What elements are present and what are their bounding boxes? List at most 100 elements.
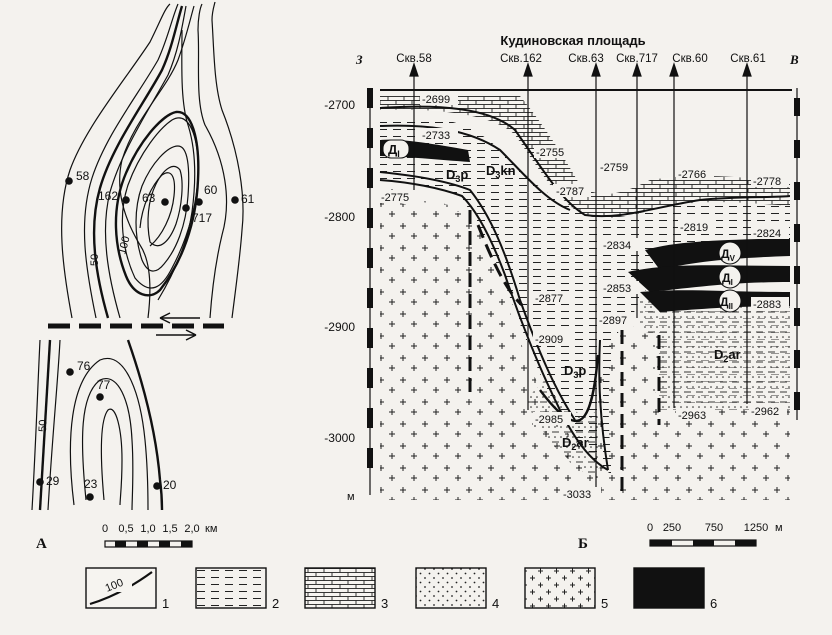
depth-label-2985: -2985 <box>535 414 563 426</box>
well-name-63: Скв.63 <box>568 53 603 65</box>
scale-km-tick-15: 1,5 <box>162 523 177 535</box>
depth-tick-2900: -2900 <box>324 320 355 334</box>
well-label-717: 717 <box>192 211 212 225</box>
scale-km-tick-10: 1,0 <box>140 523 155 535</box>
well-77 <box>96 393 104 401</box>
well-label-58: 58 <box>76 169 90 183</box>
legend-num-4: 4 <box>492 596 499 611</box>
legend-item-1: 100 1 <box>85 567 169 611</box>
panel-b-letter: Б <box>578 536 588 552</box>
well-717 <box>182 204 190 212</box>
well-name-61: Скв.61 <box>730 53 765 65</box>
d2ar-trough <box>525 380 600 480</box>
well-162 <box>122 196 130 204</box>
legend-item-6: 6 <box>633 567 717 611</box>
reservoir-bed-dii <box>640 290 790 312</box>
contour-label-50-lower: 50 <box>37 419 49 432</box>
well-60 <box>195 198 203 206</box>
well-name-58: Скв.58 <box>396 53 431 65</box>
scale-bar-m: 0 250 750 1250 м <box>647 522 783 547</box>
strata-label-d3p-trough: D3p <box>564 363 586 380</box>
section-wells <box>409 62 752 490</box>
depth-label-2883: -2883 <box>753 299 781 311</box>
reservoir-bed-di <box>628 265 790 292</box>
panel-a-map: 58 162 63 60 717 61 76 77 29 23 20 50 10… <box>31 1 255 552</box>
depth-label-2775: -2775 <box>381 192 409 204</box>
scale-m-unit: м <box>775 522 783 534</box>
well-76 <box>66 368 74 376</box>
scale-km-unit: км <box>205 523 217 535</box>
depth-label-2909: -2909 <box>535 334 563 346</box>
scale-bar-km: 0 0,5 1,0 1,5 2,0 км <box>102 523 217 548</box>
depth-label-2787: -2787 <box>556 186 584 198</box>
strata-labels: ДI D3p D3kn D3p D2ar D2ar ДV ДI ДII ДV <box>382 139 742 452</box>
legend-item-2: 2 <box>195 567 279 611</box>
legend-num-1: 1 <box>162 596 169 611</box>
depth-label-2877: -2877 <box>535 293 563 305</box>
legend-num-5: 5 <box>601 596 608 611</box>
depth-tick-2800: -2800 <box>324 210 355 224</box>
strata-label-di: ДI <box>722 271 733 287</box>
well-label-60: 60 <box>204 183 218 197</box>
depth-unit: м <box>347 491 355 503</box>
depth-label-2699: -2699 <box>422 94 450 106</box>
legend-item-3: 3 <box>304 567 388 611</box>
depth-label-2897: -2897 <box>599 315 627 327</box>
depth-label-2824: -2824 <box>753 228 781 240</box>
depth-labels: -2699 -2733 -2775 -2755 -2787 -2759 -283… <box>380 92 789 501</box>
scale-m-tick-1250: 1250 <box>744 522 768 534</box>
faults <box>468 210 661 495</box>
strata-fill <box>379 96 790 500</box>
well-label-77: 77 <box>97 378 111 392</box>
clay-body <box>380 116 790 471</box>
depth-label-2962: -2962 <box>751 406 779 418</box>
strata-label-dii: ДII <box>720 295 733 311</box>
well-29 <box>36 478 44 486</box>
depth-label-2766: -2766 <box>678 169 706 181</box>
well-label-29: 29 <box>46 474 60 488</box>
contour-labels: 50 100 50 <box>37 235 133 432</box>
well-20 <box>153 482 161 490</box>
bed-lines <box>379 105 790 471</box>
strata-label-dv: ДV <box>721 247 736 263</box>
depth-label-2819: -2819 <box>680 222 708 234</box>
scale-m-tick-0: 0 <box>647 522 653 534</box>
well-label-20: 20 <box>163 478 177 492</box>
well-label-76: 76 <box>77 359 91 373</box>
reservoir-bed-dv <box>645 238 790 270</box>
depth-axis: -2700 -2800 -2900 -3000 м <box>324 88 800 503</box>
scale-m-tick-750: 750 <box>705 522 723 534</box>
panel-b-section: Кудиновская площадь З В -2700 -2800 -290… <box>324 33 800 552</box>
well-name-717: Скв.717 <box>616 53 658 65</box>
legend-item-4: 4 <box>415 567 499 611</box>
limestone-band <box>380 96 790 219</box>
well-name-162: Скв.162 <box>500 53 542 65</box>
well-23 <box>86 493 94 501</box>
scale-km-tick-05: 0,5 <box>118 523 133 535</box>
well-61 <box>231 196 239 204</box>
depth-label-2733: -2733 <box>422 130 450 142</box>
contour-label-100: 100 <box>116 235 132 256</box>
depth-label-2755: -2755 <box>536 147 564 159</box>
panel-a-letter: А <box>36 536 47 552</box>
depth-tick-3000: -3000 <box>324 431 355 445</box>
strata-label-d2ar-trough: D2ar <box>562 435 589 452</box>
strata-label-d3p-upper: D3p <box>446 167 468 184</box>
well-label-23: 23 <box>84 477 98 491</box>
strata-label-di-left: ДI <box>388 142 400 159</box>
legend-num-3: 3 <box>381 596 388 611</box>
legend-item-5: 5 <box>524 567 608 611</box>
well-names: Скв.58 Скв.162 Скв.63 Скв.717 Скв.60 Скв… <box>396 53 765 65</box>
well-58 <box>65 177 73 185</box>
legend-num-2: 2 <box>272 596 279 611</box>
well-label-63: 63 <box>142 191 156 205</box>
section-title: Кудиновская площадь <box>500 33 645 48</box>
well-label-61: 61 <box>241 192 255 206</box>
well-name-60: Скв.60 <box>672 53 707 65</box>
well-63 <box>161 198 169 206</box>
scale-km-tick-20: 2,0 <box>184 523 199 535</box>
contours-lower <box>31 339 149 511</box>
section-east-label: В <box>789 52 799 67</box>
depth-label-2778: -2778 <box>753 176 781 188</box>
contour-label-50-upper: 50 <box>89 254 101 266</box>
